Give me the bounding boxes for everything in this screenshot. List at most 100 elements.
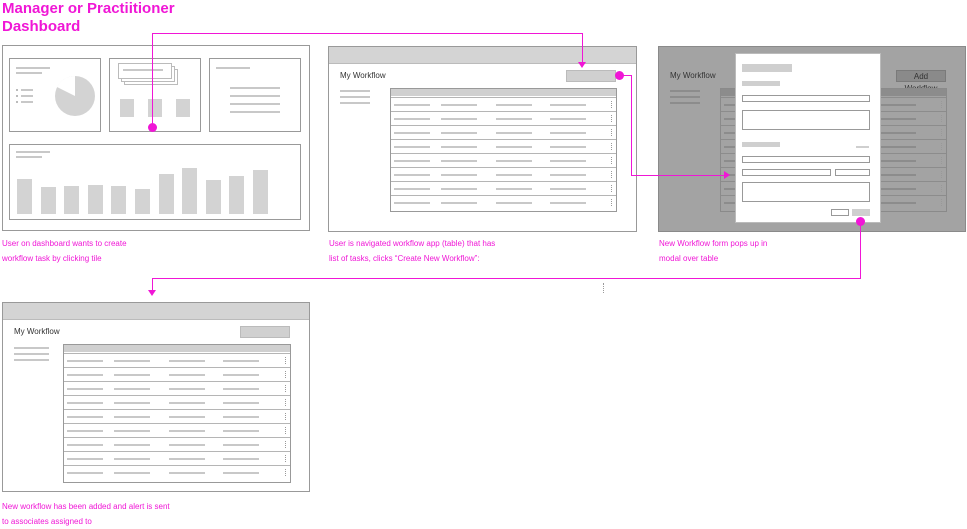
create-workflow-button[interactable] — [566, 70, 616, 82]
table-row[interactable] — [391, 195, 616, 209]
arrow-head — [148, 290, 156, 296]
table-row[interactable] — [64, 409, 290, 423]
row-menu-icon[interactable] — [285, 441, 287, 448]
submit-button[interactable] — [852, 209, 870, 216]
row-menu-icon[interactable] — [611, 115, 613, 122]
table-cell-placeholder — [67, 388, 103, 390]
table-row[interactable] — [391, 167, 616, 181]
table-cell-placeholder — [223, 388, 259, 390]
table-cell-placeholder — [880, 174, 916, 176]
table-row[interactable] — [391, 111, 616, 125]
table-row[interactable] — [64, 395, 290, 409]
table-row[interactable] — [391, 139, 616, 153]
row-menu-icon[interactable] — [285, 427, 287, 434]
table-row[interactable] — [64, 451, 290, 465]
row-menu-icon[interactable] — [941, 101, 943, 108]
row-menu-icon[interactable] — [941, 157, 943, 164]
table-row[interactable] — [391, 97, 616, 111]
row-menu-icon[interactable] — [611, 171, 613, 178]
row-menu-icon[interactable] — [285, 469, 287, 476]
form-field[interactable] — [742, 95, 870, 102]
table-cell-placeholder — [880, 202, 916, 204]
table-cell-placeholder — [223, 416, 259, 418]
row-menu-icon[interactable] — [285, 357, 287, 364]
row-menu-icon[interactable] — [285, 371, 287, 378]
dashboard-bar — [205, 180, 221, 214]
table-cell-placeholder — [67, 402, 103, 404]
window-titlebar — [329, 47, 636, 64]
caption-step2: User is navigated workflow app (table) t… — [329, 239, 496, 263]
table-cell-placeholder — [114, 402, 150, 404]
table-row[interactable] — [391, 125, 616, 139]
table-cell-placeholder — [169, 416, 205, 418]
row-menu-icon[interactable] — [285, 399, 287, 406]
table-row[interactable] — [391, 181, 616, 195]
flow-connector — [582, 33, 583, 63]
flow-dot — [615, 71, 624, 80]
arrow-head — [724, 171, 730, 179]
form-textarea[interactable] — [742, 110, 870, 130]
table-cell-placeholder — [880, 118, 916, 120]
form-field[interactable] — [742, 156, 870, 163]
table-cell-placeholder — [169, 360, 205, 362]
dashboard-bar — [229, 176, 245, 214]
add-workflow-button[interactable]: Add Workflow — [896, 70, 946, 93]
table-cell-placeholder — [223, 360, 259, 362]
new-workflow-modal — [735, 53, 881, 223]
workflow-title-result: My Workflow — [14, 327, 60, 336]
table-cell-placeholder — [550, 174, 586, 176]
row-menu-icon[interactable] — [611, 199, 613, 206]
row-menu-icon[interactable] — [285, 413, 287, 420]
row-menu-icon[interactable] — [941, 129, 943, 136]
form-field-left[interactable] — [742, 169, 831, 176]
pie-chart-tile[interactable] — [9, 58, 101, 132]
table-cell-placeholder — [114, 444, 150, 446]
dashboard-bar — [87, 185, 103, 214]
table-cell-placeholder — [114, 472, 150, 474]
dashboard-bar — [135, 189, 150, 214]
row-menu-icon[interactable] — [611, 157, 613, 164]
row-menu-icon[interactable] — [611, 101, 613, 108]
table-header — [391, 89, 616, 96]
row-menu-icon[interactable] — [611, 185, 613, 192]
row-menu-icon[interactable] — [941, 185, 943, 192]
row-menu-icon[interactable] — [941, 199, 943, 206]
bar-chart-tile[interactable] — [9, 144, 301, 220]
caption-step4: New workflow has been added and alert is… — [2, 502, 170, 526]
table-cell-placeholder — [496, 174, 532, 176]
table-cell-placeholder — [223, 472, 259, 474]
table-cell-placeholder — [496, 132, 532, 134]
workflow-tile[interactable] — [109, 58, 201, 132]
row-menu-icon[interactable] — [941, 171, 943, 178]
table-cell-placeholder — [223, 430, 259, 432]
table-cell-placeholder — [496, 202, 532, 204]
table-cell-placeholder — [394, 202, 430, 204]
cancel-button[interactable] — [831, 209, 849, 216]
row-menu-icon[interactable] — [285, 385, 287, 392]
table-row[interactable] — [64, 353, 290, 367]
dashboard-frame — [2, 45, 310, 231]
table-row[interactable] — [64, 381, 290, 395]
row-menu-icon[interactable] — [941, 143, 943, 150]
row-menu-icon[interactable] — [611, 143, 613, 150]
workflow-app-frame: My Workflow — [328, 46, 637, 232]
table-row[interactable] — [64, 367, 290, 381]
window-titlebar — [3, 303, 309, 320]
table-row[interactable] — [64, 465, 290, 479]
row-menu-icon[interactable] — [285, 455, 287, 462]
create-workflow-button-result[interactable] — [240, 326, 290, 338]
table-cell-placeholder — [169, 374, 205, 376]
table-row[interactable] — [64, 423, 290, 437]
table-cell-placeholder — [441, 202, 477, 204]
table-cell-placeholder — [496, 160, 532, 162]
table-cell-placeholder — [223, 402, 259, 404]
list-tile[interactable] — [209, 58, 301, 132]
form-field-right[interactable] — [835, 169, 870, 176]
workflow-table — [390, 88, 617, 212]
row-menu-icon[interactable] — [941, 115, 943, 122]
table-row[interactable] — [64, 437, 290, 451]
table-row[interactable] — [391, 153, 616, 167]
table-cell-placeholder — [441, 132, 477, 134]
row-menu-icon[interactable] — [611, 129, 613, 136]
form-textarea[interactable] — [742, 182, 870, 202]
